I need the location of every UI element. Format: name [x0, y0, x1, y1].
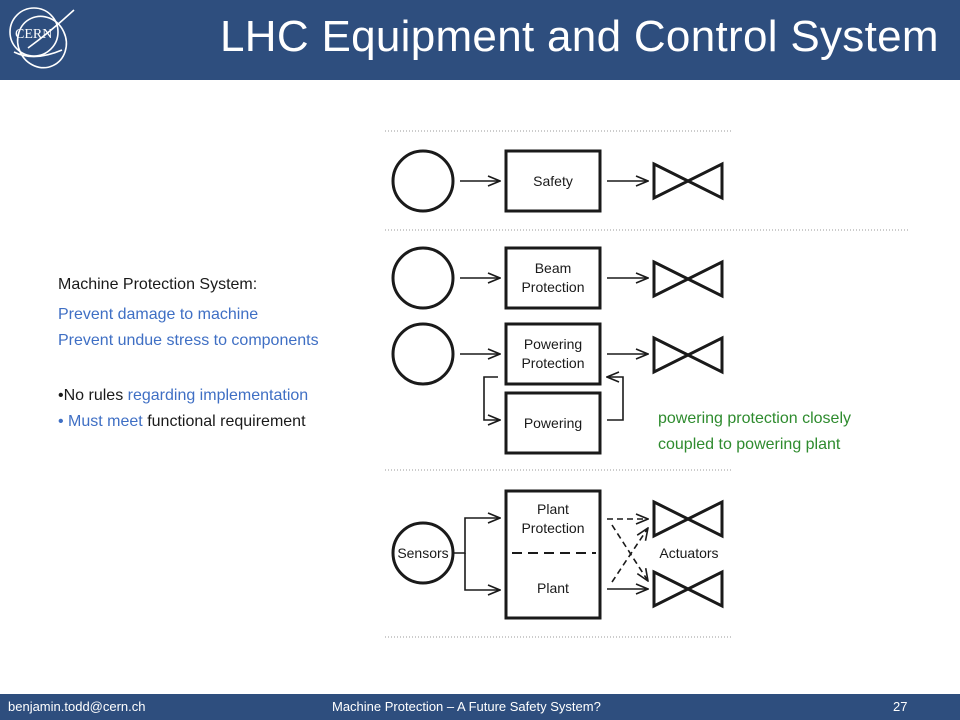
powering-box: [504, 391, 602, 455]
safety-box: [504, 149, 602, 213]
footer-title: Machine Protection – A Future Safety Sys…: [332, 699, 601, 714]
input-circle-beam: [391, 246, 455, 310]
actuators-label: Actuators: [659, 545, 718, 561]
plant-box: [504, 489, 602, 620]
svg-text:CERN: CERN: [15, 27, 52, 42]
valve-icon-actuator-bottom: [652, 569, 724, 609]
goal-prevent-damage: Prevent damage to machine: [58, 306, 259, 323]
bullet-2-part-1: Must meet: [63, 413, 143, 430]
note-line-2: coupled to powering plant: [658, 436, 841, 453]
arrow-loop-right: [607, 377, 624, 421]
footer-bar: benjamin.todd@cern.ch Machine Protection…: [0, 694, 960, 720]
input-circle-powering: [391, 322, 455, 386]
mps-heading: Machine Protection System:: [58, 276, 258, 293]
plant-protection-label-1: Plant: [537, 501, 569, 517]
valve-icon-powering: [652, 335, 724, 375]
safety-label: Safety: [533, 173, 573, 189]
goal-prevent-stress: Prevent undue stress to components: [58, 332, 319, 349]
valve-icon-safety: [652, 161, 724, 201]
bullet-1-part-2: regarding implementation: [123, 387, 309, 404]
slide-title: LHC Equipment and Control System: [220, 12, 939, 61]
bullet-must-meet: • Must meet functional requirement: [58, 413, 306, 431]
title-bar: CERN LHC Equipment and Control System: [0, 0, 960, 80]
bullet-1-part-1: No rules: [63, 387, 124, 404]
footer-email: benjamin.todd@cern.ch: [8, 699, 146, 714]
valve-icon-beam: [652, 259, 724, 299]
bullet-marker: •: [58, 387, 64, 404]
arrow-loop-left: [483, 376, 500, 420]
arrow-plant-act-cross: [611, 528, 648, 583]
beam-label-2: Protection: [521, 279, 584, 295]
valve-icon-actuator-top: [652, 499, 724, 539]
bullet-2-part-2: functional requirement: [142, 413, 306, 430]
powering-protection-label-1: Powering: [524, 336, 582, 352]
note-line-1: powering protection closely: [658, 410, 851, 427]
arrow-sensors-bottom: [464, 553, 500, 590]
arrow-sensors-top: [453, 518, 500, 554]
input-circle-safety: [391, 149, 455, 213]
beam-protection-box: [504, 246, 602, 310]
arrow-prot-act-cross: [611, 524, 648, 581]
plant-protection-label-2: Protection: [521, 520, 584, 536]
sensors-label: Sensors: [397, 545, 448, 561]
cern-logo: CERN: [9, 7, 75, 69]
bullet-marker: •: [58, 413, 64, 430]
plant-label: Plant: [537, 580, 569, 596]
page-number: 27: [893, 699, 908, 714]
beam-label-1: Beam: [535, 260, 572, 276]
powering-label: Powering: [524, 415, 582, 431]
powering-protection-box: [504, 322, 602, 386]
bullet-no-rules: •No rules regarding implementation: [58, 387, 308, 405]
powering-protection-label-2: Protection: [521, 355, 584, 371]
